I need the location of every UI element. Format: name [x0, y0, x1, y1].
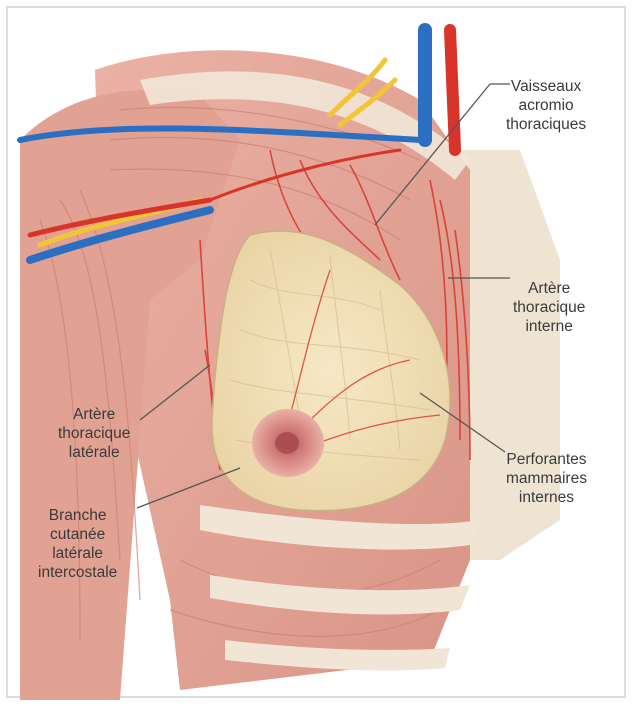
- label-line: acromio: [506, 96, 586, 115]
- label-line: latérale: [38, 544, 117, 563]
- label-artere-thoracique-laterale: Artère thoracique latérale: [58, 405, 130, 462]
- label-line: thoraciques: [506, 115, 586, 134]
- label-line: Artère: [58, 405, 130, 424]
- label-line: thoracique: [513, 298, 585, 317]
- label-perforantes-mammaires-internes: Perforantes mammaires internes: [506, 450, 587, 507]
- label-artere-thoracique-interne: Artère thoracique interne: [513, 279, 585, 336]
- label-branche-cutanee-laterale-intercostale: Branche cutanée latérale intercostale: [38, 506, 117, 582]
- nipple: [275, 432, 299, 454]
- label-line: thoracique: [58, 424, 130, 443]
- label-line: latérale: [58, 443, 130, 462]
- label-line: Artère: [513, 279, 585, 298]
- label-line: Perforantes: [506, 450, 587, 469]
- label-line: interne: [513, 317, 585, 336]
- label-line: cutanée: [38, 525, 117, 544]
- label-line: mammaires: [506, 469, 587, 488]
- label-line: Branche: [38, 506, 117, 525]
- label-vaisseaux-acromio-thoraciques: Vaisseaux acromio thoraciques: [506, 77, 586, 134]
- label-line: internes: [506, 488, 587, 507]
- label-line: Vaisseaux: [506, 77, 586, 96]
- label-line: intercostale: [38, 563, 117, 582]
